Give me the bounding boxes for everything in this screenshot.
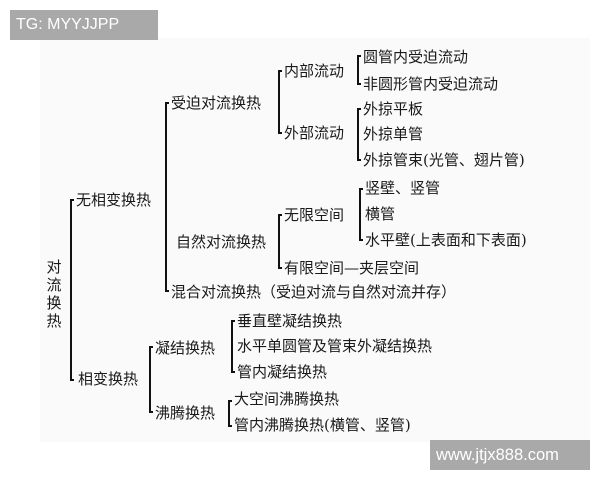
leaf-internal-0: 圆管内受迫流动	[363, 48, 469, 66]
leaf-condensation-0: 垂直壁凝结换热	[237, 312, 343, 330]
leaf-external-2: 外掠管束(光管、翅片管)	[363, 151, 525, 169]
forced-bracket	[278, 70, 282, 134]
external-flow-bracket	[357, 108, 361, 161]
leaf-condensation-1: 水平单圆管及管束外凝结换热	[237, 337, 433, 355]
natural-bracket	[278, 214, 282, 269]
condensation-bracket	[231, 320, 235, 373]
node-finite-space: 有限空间—夹层空间	[284, 259, 420, 277]
leaf-boiling-0: 大空间沸腾换热	[234, 390, 340, 408]
node-phase-change: 相变换热	[78, 370, 139, 388]
node-condensation: 凝结换热	[155, 339, 216, 357]
infinite-space-bracket	[359, 188, 363, 241]
boiling-bracket	[228, 400, 232, 427]
node-mixed-convection: 混合对流换热（受迫对流与自然对流并存）	[171, 283, 457, 301]
leaf-internal-1: 非圆形管内受迫流动	[363, 75, 499, 93]
leaf-condensation-2: 管内凝结换热	[237, 363, 328, 381]
internal-flow-bracket	[357, 55, 361, 85]
leaf-infinite-0: 竖壁、竖管	[365, 179, 441, 197]
watermark-top: TG: MYYJJPP	[10, 10, 158, 40]
node-external-flow: 外部流动	[284, 124, 345, 142]
node-infinite-space: 无限空间	[284, 206, 345, 224]
phase-change-bracket	[149, 346, 153, 413]
node-boiling: 沸腾换热	[155, 404, 216, 422]
leaf-infinite-1: 横管	[365, 205, 396, 223]
no-phase-change-bracket	[165, 102, 169, 292]
watermark-bottom: www.jtjx888.com	[430, 440, 590, 470]
node-internal-flow: 内部流动	[284, 62, 345, 80]
leaf-infinite-2: 水平壁(上表面和下表面)	[365, 231, 527, 249]
node-natural-convection: 自然对流换热	[176, 233, 267, 251]
root-label: 对流换热	[46, 258, 62, 330]
leaf-external-1: 外掠单管	[363, 125, 424, 143]
node-forced-convection: 受迫对流换热	[171, 94, 262, 112]
node-no-phase-change: 无相变换热	[76, 191, 152, 209]
leaf-boiling-1: 管内沸腾换热(横管、竖管)	[234, 416, 411, 434]
root-bracket	[70, 199, 74, 381]
leaf-external-0: 外掠平板	[363, 100, 424, 118]
diagram-canvas	[40, 38, 590, 442]
